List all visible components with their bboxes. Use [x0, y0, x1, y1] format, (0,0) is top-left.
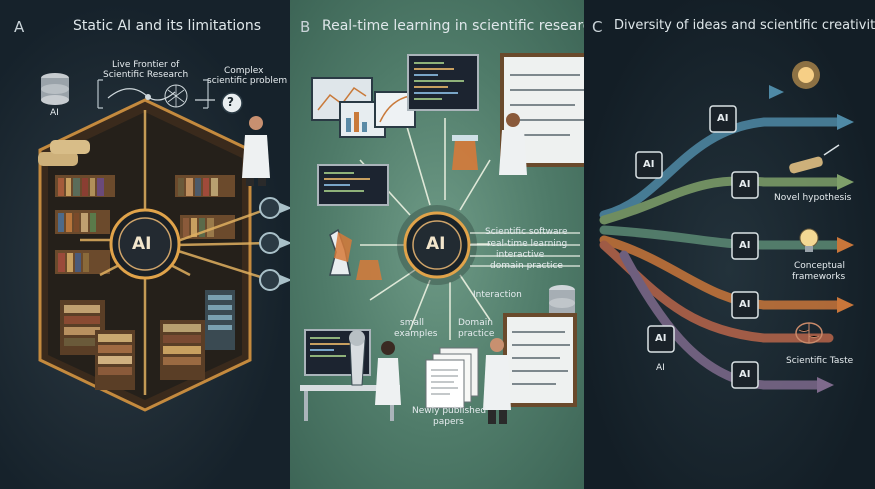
papers-stack-icon — [425, 347, 479, 409]
panel-a-title: Static AI and its limitations — [73, 18, 262, 34]
outcome-scientific-taste: Scientific Taste — [786, 356, 854, 366]
panel-a: A Static AI and its limitations Live Fro… — [0, 0, 290, 489]
stream-label-3: interactive — [496, 250, 545, 260]
small-examples-line1: small — [400, 318, 424, 328]
small-examples-line2: examples — [394, 329, 438, 339]
stream-label-2: real-time learning — [487, 239, 568, 249]
stream-lines — [470, 232, 580, 267]
ai-core-ring — [118, 217, 172, 271]
ai-node-3-label: AI — [739, 179, 751, 190]
code-monitor-top — [407, 54, 479, 111]
panel-b-title: Real-time learning in scientific researc… — [322, 18, 584, 34]
ai-node-7-label: AI — [739, 369, 751, 380]
arrowheads — [769, 85, 854, 393]
ai-node-4-label: AI — [739, 240, 751, 251]
ai-bottom-label: AI — [656, 363, 665, 373]
panel-b-letter: B — [300, 18, 311, 36]
panel-b: B Real-time learning in scientific resea… — [290, 0, 584, 489]
code-monitor-left — [317, 164, 389, 206]
outcome-conceptual-line1: Conceptual — [794, 261, 845, 271]
panel-a-letter: A — [14, 18, 25, 36]
frontier-label-line2: Scientific Research — [103, 70, 189, 80]
stream-label-4: domain practice — [490, 261, 563, 271]
papers-label-line1: Newly published — [412, 406, 487, 416]
idea-orb-core — [798, 67, 814, 83]
beaker-top — [452, 135, 478, 170]
scientist-bottom-right — [483, 338, 511, 424]
ai-node-1-label: AI — [717, 113, 729, 124]
brain-icon — [795, 322, 823, 344]
chalkboard-bottom — [503, 313, 577, 407]
lightbulb-icon — [799, 228, 819, 252]
frontier-label-line1: Live Frontier of — [112, 60, 180, 70]
outgoing-arrows — [259, 197, 290, 291]
data-monitors — [311, 77, 416, 138]
scientist-bottom-left — [375, 341, 401, 405]
scientist-figure — [242, 116, 270, 186]
complex-problem-label-line1: Complex — [224, 66, 264, 76]
ai-core-label-a: AI — [132, 234, 152, 254]
hypothesis-scroll-icon — [789, 144, 840, 174]
domain-practice-line1: Domain — [458, 318, 493, 328]
database-icon — [41, 73, 69, 105]
ai-chip-nodes — [635, 105, 759, 389]
complex-problem-label-line2: scientific problem — [207, 76, 288, 86]
ai-database-label: AI — [50, 108, 59, 118]
network-graph-icon — [107, 84, 188, 108]
outcome-conceptual-line2: frameworks — [792, 272, 846, 282]
ai-node-5-label: AI — [739, 299, 751, 310]
lab-bench — [300, 329, 400, 421]
interaction-label: Interaction — [473, 290, 522, 300]
panel-a-artwork — [38, 73, 290, 412]
papers-label-line2: papers — [433, 417, 464, 427]
panel-c-letter: C — [592, 18, 603, 36]
panel-c-title: Diversity of ideas and scientific creati… — [614, 18, 875, 33]
stream-label-1: Scientific software — [485, 227, 568, 237]
panel-c: C Diversity of ideas and scientific crea… — [584, 0, 875, 489]
scientist-top-right — [499, 113, 527, 175]
ai-core-label-b: AI — [426, 234, 446, 254]
panel-c-artwork — [599, 61, 854, 393]
microscope-left — [329, 228, 382, 280]
scrolls-icon — [38, 140, 90, 166]
question-bubble-icon — [221, 92, 243, 114]
frontier-bracket — [97, 79, 209, 109]
ai-node-2-label: AI — [643, 159, 655, 170]
question-mark: ? — [227, 95, 234, 109]
ai-core-ring-b — [412, 220, 462, 270]
ai-node-6-label: AI — [655, 333, 667, 344]
domain-practice-line2: practice — [458, 329, 495, 339]
bookshelf-books — [55, 175, 235, 390]
outcome-novel-hypothesis: Novel hypothesis — [774, 193, 852, 203]
panel-b-artwork — [300, 53, 584, 424]
